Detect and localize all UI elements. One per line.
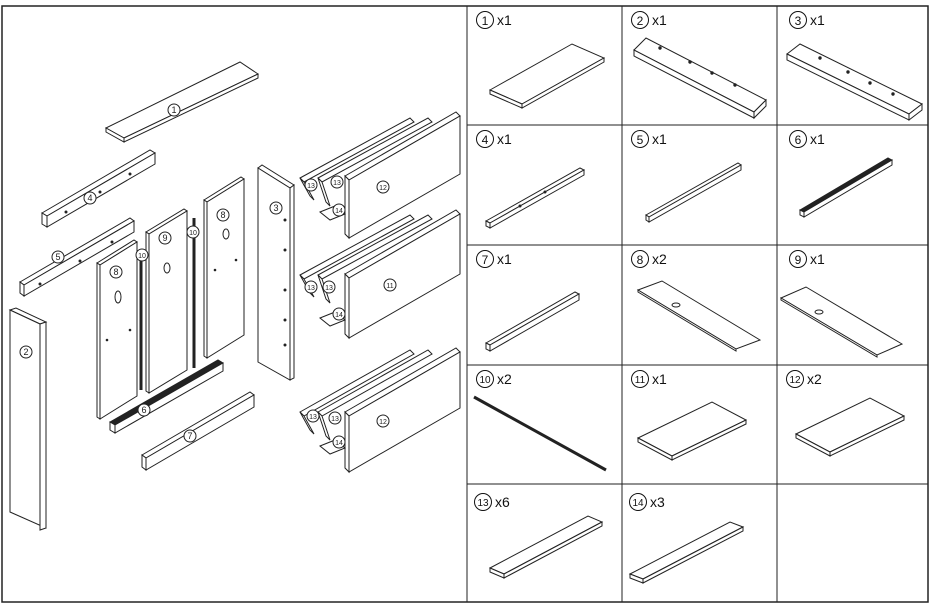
- cell-part-2: 2 x1: [631, 11, 667, 29]
- part-quantity: x2: [497, 371, 512, 387]
- part-number: 12: [789, 375, 801, 386]
- callout-7: 7: [187, 431, 192, 441]
- part-quantity: x1: [810, 131, 825, 147]
- cell-part-8: 8 x2: [631, 250, 667, 268]
- callout-14c: 14: [335, 440, 343, 447]
- part-number: 7: [482, 253, 489, 267]
- callouts: 1 4 5 2 8 10 9 10 8 3 6 7 13 13 12 14 13…: [19, 103, 397, 449]
- part-quantity: x1: [497, 131, 512, 147]
- callout-13d: 13: [325, 285, 333, 292]
- part-quantity: x1: [652, 131, 667, 147]
- drawer-3-parts: [299, 347, 461, 474]
- part-quantity: x3: [650, 494, 665, 510]
- parts-table: [466, 6, 928, 602]
- part-3-right-side: [257, 164, 295, 381]
- part-number: 1: [482, 14, 489, 28]
- exploded-view: 1 4 5 2 8 10 9 10 8 3 6 7 13 13 12 14 13…: [8, 61, 461, 531]
- part-number: 9: [795, 253, 802, 267]
- cell-part-9: 9 x1: [789, 250, 825, 268]
- part-number: 6: [795, 133, 802, 147]
- callout-6: 6: [141, 405, 146, 415]
- illustration-part-10: [473, 395, 607, 472]
- cell-part-13: 13 x6: [474, 493, 510, 511]
- part-number: 10: [479, 375, 491, 386]
- cell-part-10: 10 x2: [476, 370, 512, 388]
- cell-part-1: 1 x1: [476, 11, 512, 29]
- illustration-part-7: [484, 291, 581, 352]
- parts-table-labels: 1 x1 2 x1 3 x1 4 x1 5 x1 6 x1: [474, 11, 825, 511]
- callout-13b: 13: [333, 180, 341, 187]
- callout-13a: 13: [307, 183, 315, 190]
- part-number: 8: [637, 253, 644, 267]
- part-number: 5: [637, 133, 644, 147]
- illustration-part-3: [786, 43, 923, 122]
- illustration-part-14: [628, 521, 745, 584]
- parts-illustrations: [473, 37, 923, 584]
- callout-10a: 10: [138, 253, 146, 260]
- callout-11: 11: [386, 283, 393, 290]
- part-8-divider-right: [203, 176, 245, 359]
- part-quantity: x1: [652, 12, 667, 28]
- callout-13c: 13: [307, 285, 315, 292]
- part-number: 4: [482, 133, 489, 147]
- cell-part-3: 3 x1: [789, 11, 825, 29]
- callout-8b: 8: [220, 210, 225, 220]
- part-quantity: x1: [810, 12, 825, 28]
- illustration-part-4: [484, 167, 586, 229]
- callout-14a: 14: [335, 208, 343, 215]
- illustration-part-9: [779, 286, 904, 358]
- part-quantity: x1: [810, 251, 825, 267]
- callout-4: 4: [87, 193, 92, 203]
- callout-10b: 10: [189, 230, 197, 237]
- part-5-rail: [19, 217, 135, 297]
- drawer-1-parts: [299, 111, 461, 240]
- part-2-left-side: [8, 307, 48, 531]
- cell-part-11: 11 x1: [631, 370, 667, 388]
- cell-part-12: 12 x2: [786, 370, 822, 388]
- illustration-part-6: [798, 157, 894, 218]
- part-number: 13: [477, 498, 489, 509]
- callout-2: 2: [23, 347, 28, 357]
- part-quantity: x1: [497, 251, 512, 267]
- callout-8a: 8: [113, 267, 118, 277]
- callout-5: 5: [55, 252, 60, 262]
- part-9-center-panel: [145, 208, 188, 394]
- cell-part-6: 6 x1: [789, 130, 825, 148]
- cell-part-7: 7 x1: [476, 250, 512, 268]
- part-number: 2: [637, 14, 644, 28]
- illustration-part-1: [488, 43, 606, 109]
- part-number: 3: [795, 14, 802, 28]
- illustration-part-5: [645, 162, 742, 223]
- callout-1: 1: [171, 105, 176, 115]
- cell-part-5: 5 x1: [631, 130, 667, 148]
- illustration-part-2: [633, 37, 767, 120]
- callout-13f: 13: [331, 416, 339, 423]
- part-number: 14: [632, 498, 644, 509]
- part-7-rail: [141, 391, 255, 471]
- illustration-part-11: [636, 401, 748, 461]
- part-4-rail: [41, 149, 156, 228]
- callout-14b: 14: [335, 312, 343, 319]
- callout-3: 3: [273, 203, 278, 213]
- part-8-divider-left: [96, 239, 138, 420]
- part-quantity: x2: [807, 371, 822, 387]
- callout-12b: 12: [379, 419, 387, 426]
- part-quantity: x6: [495, 494, 510, 510]
- illustration-part-12: [794, 397, 906, 457]
- drawer-2-parts: [299, 209, 461, 340]
- callout-9: 9: [162, 233, 167, 243]
- cell-part-14: 14 x3: [629, 493, 665, 511]
- part-number: 11: [635, 375, 646, 386]
- illustration-part-8: [636, 280, 762, 352]
- part-quantity: x2: [652, 251, 667, 267]
- callout-13e: 13: [309, 414, 317, 421]
- cell-part-4: 4 x1: [476, 130, 512, 148]
- callout-12a: 12: [379, 185, 387, 192]
- part-1-top-board: [104, 61, 260, 143]
- part-quantity: x1: [652, 371, 667, 387]
- illustration-part-13: [488, 515, 604, 579]
- part-quantity: x1: [497, 12, 512, 28]
